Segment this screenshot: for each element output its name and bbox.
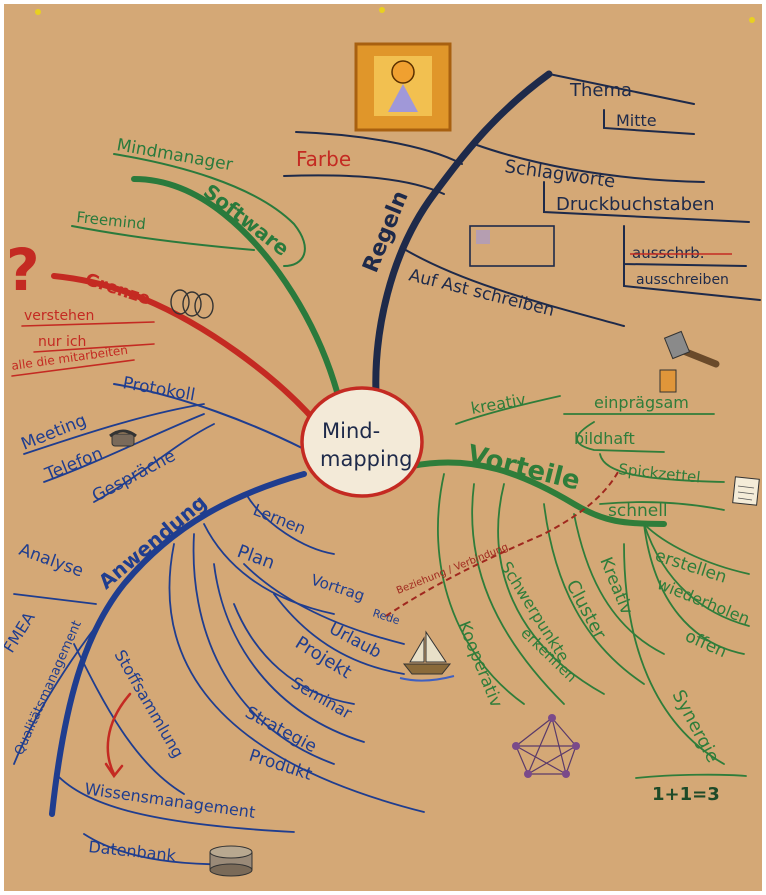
leaf-ausschreiben: ausschreiben <box>636 272 729 288</box>
leaf-mitte: Mitte <box>616 111 657 130</box>
leaf-farbe: Farbe <box>296 147 351 171</box>
leaf-einpraegsam: einprägsam <box>594 393 689 412</box>
center-line1: Mind- <box>322 419 380 443</box>
rectangle-shade <box>476 230 490 244</box>
leaf-verstehen: verstehen <box>24 308 94 324</box>
rings-icon <box>170 289 214 319</box>
pin-icon <box>379 7 385 13</box>
sailboat-icon <box>399 630 455 682</box>
arrow-icon <box>104 692 132 779</box>
portrait-icon <box>354 42 452 132</box>
branch-regeln <box>283 70 761 398</box>
leaf-nur-ich: nur ich <box>38 334 86 350</box>
leaf-schnell: schnell <box>608 501 668 521</box>
pin-icon <box>749 17 755 23</box>
leaf-ausschrb: ausschrb. <box>632 244 705 262</box>
center-node <box>300 386 424 498</box>
branch-grenze <box>11 273 319 425</box>
center-line2: mapping <box>320 447 412 471</box>
network-icon <box>512 714 580 778</box>
leaf-bildhaft: bildhaft <box>574 429 635 448</box>
leaf-thema: Thema <box>569 80 632 101</box>
telephone-icon <box>109 429 137 447</box>
branch-software <box>71 153 342 402</box>
relation-line <box>385 471 619 617</box>
note-icon <box>732 476 760 506</box>
branch-anwendung <box>13 383 425 866</box>
rectangle-sketch <box>469 225 555 267</box>
leaf-formel: 1+1=3 <box>652 784 720 805</box>
hammer-icon <box>659 330 720 393</box>
question-mark-icon: ? <box>6 236 40 304</box>
branch-vorteile <box>409 395 750 779</box>
pin-icon <box>35 9 41 15</box>
leaf-druckbuchstaben: Druckbuchstaben <box>556 194 715 215</box>
mindmap-poster: Regeln Thema Mitte Farbe Schlagworte Dru… <box>0 4 762 891</box>
database-icon <box>209 845 253 877</box>
